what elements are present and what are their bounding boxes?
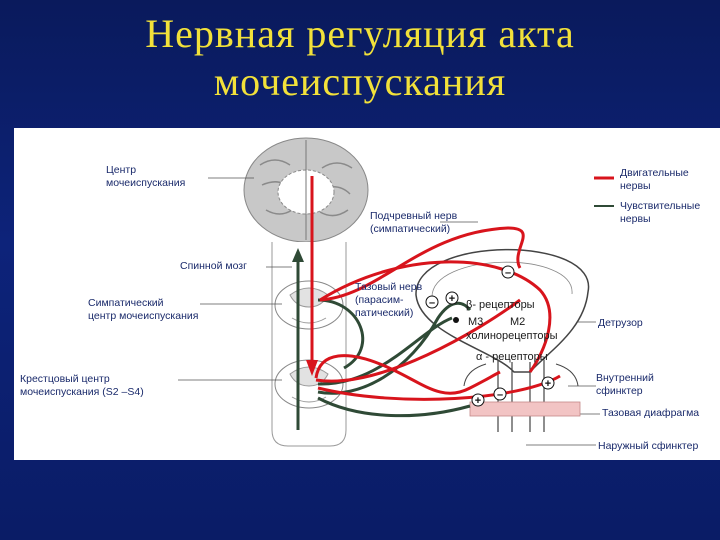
label-spinal-cord: Спинной мозг [180, 260, 247, 272]
title-line-1: Нервная регуляция акта [145, 11, 575, 56]
label-alpha-receptors: α - рецепторы [476, 351, 548, 363]
title-line-2: мочеиспускания [213, 59, 507, 104]
minus-sign-3: – [497, 389, 503, 401]
minus-sign-2: – [429, 297, 435, 309]
label-pelvic-diaphragm: Тазовая диафрагма [602, 407, 700, 419]
legend-motor-label: Двигательные нервы [620, 167, 689, 192]
minus-sign-1: – [505, 267, 511, 279]
slide-title: Нервная регуляция акта мочеиспускания [0, 10, 720, 106]
thoracic-segment [274, 280, 344, 330]
sign-markers: – – + + + – [425, 265, 555, 407]
label-hypogastric-nerve: Подчревный нерв (симпатический) [370, 210, 458, 235]
motor-nerves [310, 176, 561, 401]
legend-sensory-label: Чувствительные нервы [620, 200, 701, 225]
label-urination-center: Центр мочеиспускания [106, 164, 186, 189]
ascending-arrow [292, 248, 304, 262]
label-cholinoreceptors: холинорецепторы [466, 330, 558, 342]
pelvic-diaphragm-band [469, 401, 581, 417]
brain [243, 137, 369, 243]
label-m3: М3 [468, 316, 484, 328]
plus-sign-1: + [449, 293, 455, 305]
label-sacral-center: Крестцовый центр мочеиспускания (S2 –S4) [20, 373, 144, 398]
label-m2: М2 [510, 316, 526, 328]
plus-sign-2: + [545, 378, 551, 390]
descending-arrow [306, 360, 318, 376]
label-sympathetic-center: Симпатический центр мочеиспускания [88, 297, 199, 322]
spinal-cord [271, 242, 347, 447]
label-external-sphincter: Наружный сфинктер [598, 440, 699, 452]
label-pelvic-nerve: Тазовый нерв (парасим- патический) [355, 281, 423, 319]
label-internal-sphincter: Внутренний сфинктер [596, 372, 654, 397]
label-beta-receptors: β- рецепторы [466, 299, 535, 311]
leader-lines [178, 177, 600, 446]
label-detrusor: Детрузор [598, 317, 643, 329]
plus-sign-3: + [475, 395, 481, 407]
